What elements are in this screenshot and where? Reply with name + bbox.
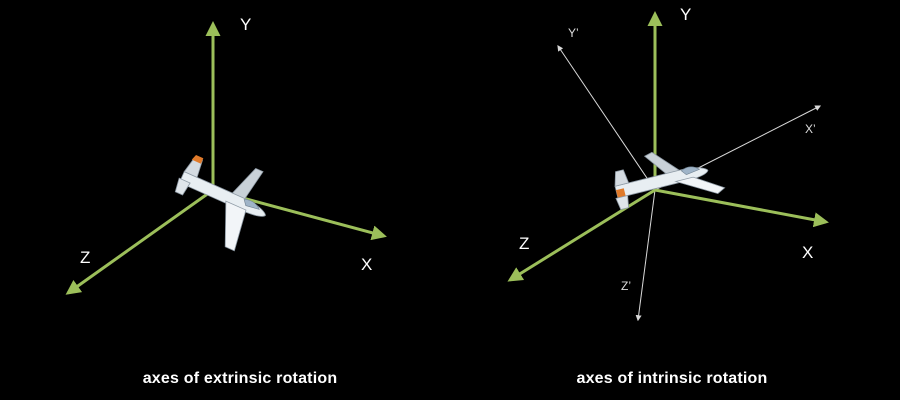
world-x-label: X <box>802 243 813 262</box>
body-y-label: Y’ <box>568 26 579 40</box>
intrinsic-panel: Y X Z Y’ X’ Z’ <box>507 5 829 322</box>
intrinsic-caption: axes of intrinsic rotation <box>576 370 768 387</box>
world-z-axis <box>65 188 214 295</box>
body-x-label: X’ <box>805 122 816 136</box>
body-y-axis <box>557 45 656 191</box>
world-y-label: Y <box>680 5 691 24</box>
body-z-label: Z’ <box>621 279 631 293</box>
world-x-label: X <box>361 255 372 274</box>
airplane-icon <box>174 154 266 252</box>
world-z-label: Z <box>80 248 90 267</box>
world-y-label: Y <box>240 15 251 34</box>
extrinsic-caption: axes of extrinsic rotation <box>142 370 338 387</box>
world-x-axis <box>654 188 829 228</box>
body-z-axis <box>635 189 656 322</box>
world-z-axis <box>507 188 656 282</box>
world-z-label: Z <box>519 234 529 253</box>
airplane-icon <box>614 151 726 211</box>
extrinsic-panel: Y X Z <box>65 15 387 295</box>
